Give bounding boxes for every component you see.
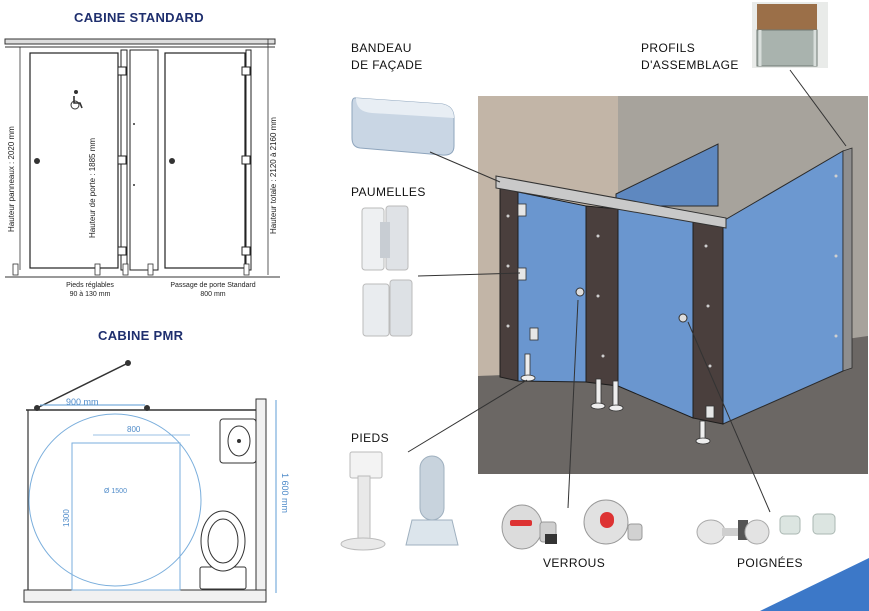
corner-accent: [760, 558, 869, 611]
label-poignees: POIGNÉES: [737, 556, 803, 570]
label-bandeau: BANDEAU DE FAÇADE: [351, 41, 423, 72]
dim-total: Hauteur totale : 2120 à 2160 mm: [269, 117, 278, 234]
label-profils: PROFILS D'ASSEMBLAGE: [641, 41, 739, 72]
standard-drawing: Hauteur panneaux : 2020 mm Hauteur de po…: [4, 38, 280, 278]
standard-title: CABINE STANDARD: [74, 10, 204, 25]
cabin-scene: [478, 96, 868, 474]
dim-door: Hauteur de porte : 1885 mm: [88, 138, 97, 238]
pieds-part: [340, 451, 459, 551]
pmr-width: 900 mm: [66, 397, 99, 407]
pmr-drawing: 900 mm 800 Ø 1500 1300 1 600 mm: [23, 360, 290, 603]
label-pieds: PIEDS: [351, 431, 390, 445]
poignees-part: [696, 513, 836, 545]
label-verrous: VERROUS: [543, 556, 606, 570]
dim-panels: Hauteur panneaux : 2020 mm: [7, 126, 16, 232]
passage-note: Passage de porte Standard 800 mm: [170, 282, 256, 298]
feet-note: Pieds réglables 90 à 130 mm: [66, 282, 114, 298]
pmr-circle: Ø 1500: [104, 488, 127, 495]
bandeau-part: [351, 97, 455, 156]
paumelles-part: [361, 205, 413, 337]
label-paumelles: PAUMELLES: [351, 185, 426, 199]
pmr-depth-total: 1 600 mm: [280, 473, 290, 513]
pmr-depth-inner: 1300: [62, 509, 71, 527]
profils-part: [752, 2, 828, 68]
pmr-inner-width: 800: [127, 425, 141, 434]
verrous-part: [501, 499, 643, 550]
pmr-title: CABINE PMR: [98, 328, 184, 343]
